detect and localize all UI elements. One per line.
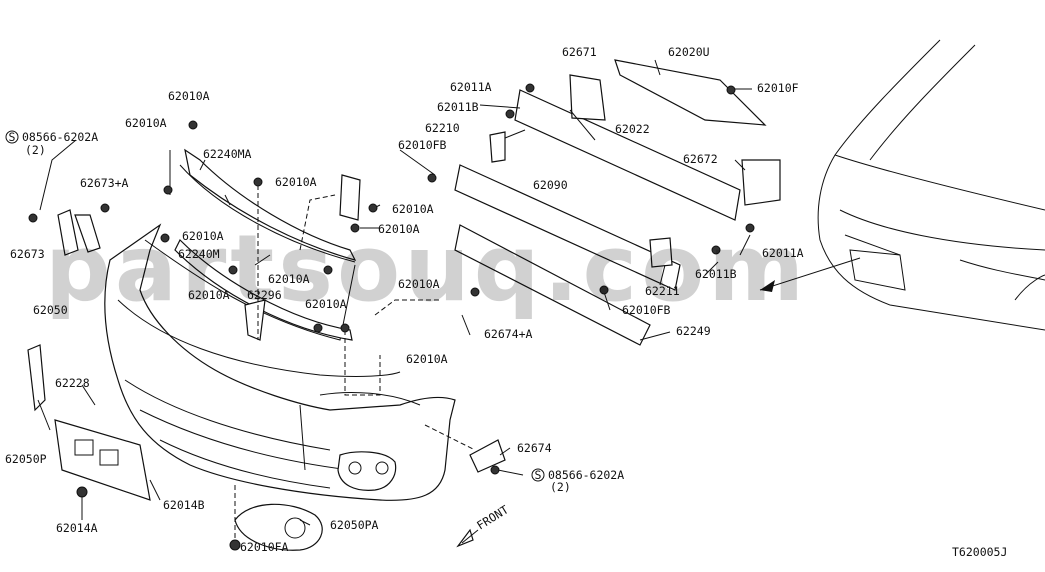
fog-cover-62050PA bbox=[234, 503, 323, 551]
license-plate-bracket bbox=[54, 419, 151, 501]
label-62671: 62671 bbox=[562, 45, 597, 59]
label-62011B: 62011B bbox=[695, 267, 737, 281]
bracket-62211 bbox=[649, 237, 673, 268]
label-62010F: 62010F bbox=[757, 81, 799, 95]
label-62020U: 62020U bbox=[668, 45, 710, 59]
label-62014B: 62014B bbox=[163, 498, 205, 512]
label-62010A: 62010A bbox=[182, 229, 224, 243]
part-labels: 62010A 08566-6202A (2) 62010A 62240MA 62… bbox=[5, 45, 1007, 559]
label-62010A: 62010A bbox=[378, 222, 420, 236]
label-62010FB: 62010FB bbox=[398, 138, 447, 152]
label-62674: 62674 bbox=[517, 441, 552, 455]
label-qty-2: (2) bbox=[550, 480, 571, 494]
side-clip-62050P bbox=[27, 344, 46, 412]
bumper-fascia bbox=[104, 223, 456, 501]
air-guide-62249 bbox=[454, 224, 651, 346]
label-08566-6202A: 08566-6202A bbox=[548, 468, 624, 482]
label-62050PA: 62050PA bbox=[330, 518, 379, 532]
pointer-line bbox=[759, 257, 861, 291]
absorber-62090 bbox=[454, 164, 681, 291]
label-62211: 62211 bbox=[645, 284, 680, 298]
label-62673: 62673 bbox=[10, 247, 45, 261]
stay-bracket bbox=[339, 174, 361, 221]
label-62010A: 62010A bbox=[125, 116, 167, 130]
bracket-62210 bbox=[489, 131, 506, 163]
reinforcement-62022 bbox=[514, 89, 741, 221]
label-62672: 62672 bbox=[683, 152, 718, 166]
s-symbol-icon bbox=[5, 130, 19, 144]
label-62011A: 62011A bbox=[450, 80, 492, 94]
label-62249: 62249 bbox=[676, 324, 711, 338]
label-62240M: 62240M bbox=[178, 247, 220, 261]
bracket-62672 bbox=[741, 159, 781, 206]
label-62010A: 62010A bbox=[398, 277, 440, 291]
car-outline bbox=[817, 39, 1045, 331]
upper-beam-62240MA bbox=[184, 148, 357, 261]
label-62010FA: 62010FA bbox=[240, 540, 289, 554]
fasteners bbox=[28, 83, 755, 551]
label-qty-2: (2) bbox=[25, 143, 46, 157]
label-62014A: 62014A bbox=[56, 521, 98, 535]
label-62010A: 62010A bbox=[392, 202, 434, 216]
svg-text:S: S bbox=[535, 468, 542, 482]
label-08566-6202A: 08566-6202A bbox=[22, 130, 98, 144]
diagram-code: T620005J bbox=[952, 545, 1007, 559]
label-62296: 62296 bbox=[247, 288, 282, 302]
label-62228: 62228 bbox=[55, 376, 90, 390]
bracket-62673A bbox=[74, 214, 101, 253]
svg-text:S: S bbox=[9, 130, 16, 144]
label-62674-A: 62674+A bbox=[484, 327, 533, 341]
bracket-62674 bbox=[469, 439, 506, 473]
label-62011A: 62011A bbox=[762, 246, 804, 260]
pointer-arrowhead bbox=[760, 280, 775, 292]
label-62010A: 62010A bbox=[168, 89, 210, 103]
label-62010A: 62010A bbox=[268, 272, 310, 286]
cover-62020U bbox=[614, 59, 767, 126]
bracket-62671 bbox=[569, 74, 606, 121]
front-arrow-icon bbox=[461, 529, 479, 544]
label-62010FB: 62010FB bbox=[622, 303, 671, 317]
label-62050P: 62050P bbox=[5, 452, 47, 466]
front-label: FRONT bbox=[474, 502, 511, 532]
label-62010A: 62010A bbox=[275, 175, 317, 189]
label-62673-A: 62673+A bbox=[80, 176, 129, 190]
label-62050: 62050 bbox=[33, 303, 68, 317]
label-62090: 62090 bbox=[533, 178, 568, 192]
watermark: partsouq.com bbox=[45, 215, 808, 322]
label-62022: 62022 bbox=[615, 122, 650, 136]
lower-beam-62240M bbox=[174, 238, 353, 341]
label-62010A: 62010A bbox=[406, 352, 448, 366]
s-symbol-icon bbox=[531, 468, 545, 482]
bracket-62673 bbox=[57, 209, 79, 256]
label-62010A: 62010A bbox=[305, 297, 347, 311]
label-62240MA: 62240MA bbox=[203, 147, 252, 161]
label-62011B: 62011B bbox=[437, 100, 479, 114]
label-62210: 62210 bbox=[425, 121, 460, 135]
label-62010A: 62010A bbox=[188, 288, 230, 302]
